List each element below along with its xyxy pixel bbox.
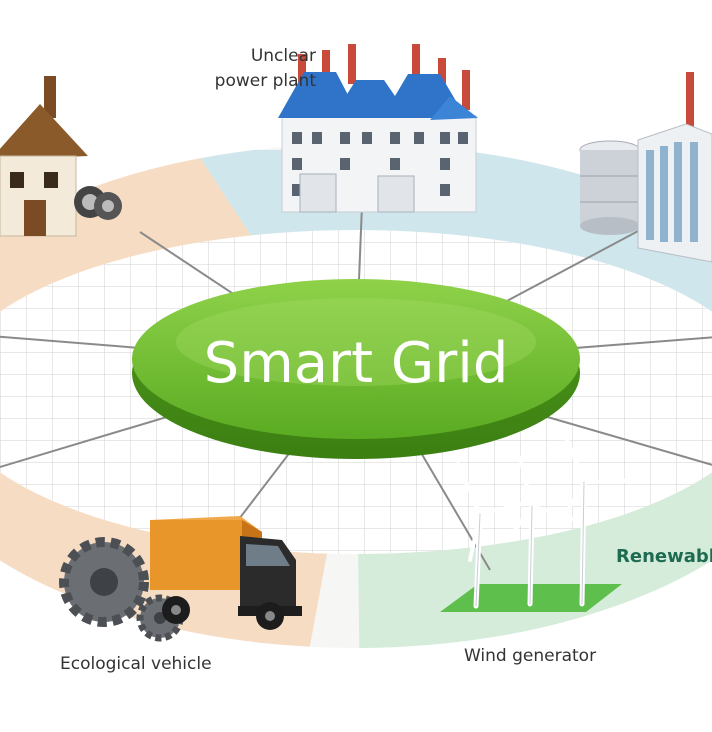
truck-icon: [150, 516, 302, 630]
tire-icon: [74, 186, 122, 220]
nuclear-plant-icon: [278, 44, 478, 213]
nuclear-plant-label-line1: Unclear: [250, 46, 316, 66]
industrial-building-icon: [579, 72, 712, 263]
wind-turbine-icon: [440, 426, 640, 612]
center-title: Smart Grid: [204, 331, 509, 396]
nuclear-plant-label: Unclear power plant: [166, 44, 316, 94]
house-icon: [0, 76, 88, 237]
wind-generator-label: Wind generator: [464, 646, 597, 666]
nuclear-plant-label-line2: power plant: [214, 71, 316, 91]
renewable-label: Renewable: [616, 546, 712, 567]
center-hub: Smart Grid: [132, 279, 580, 459]
ecological-vehicle-label: Ecological vehicle: [60, 654, 212, 674]
